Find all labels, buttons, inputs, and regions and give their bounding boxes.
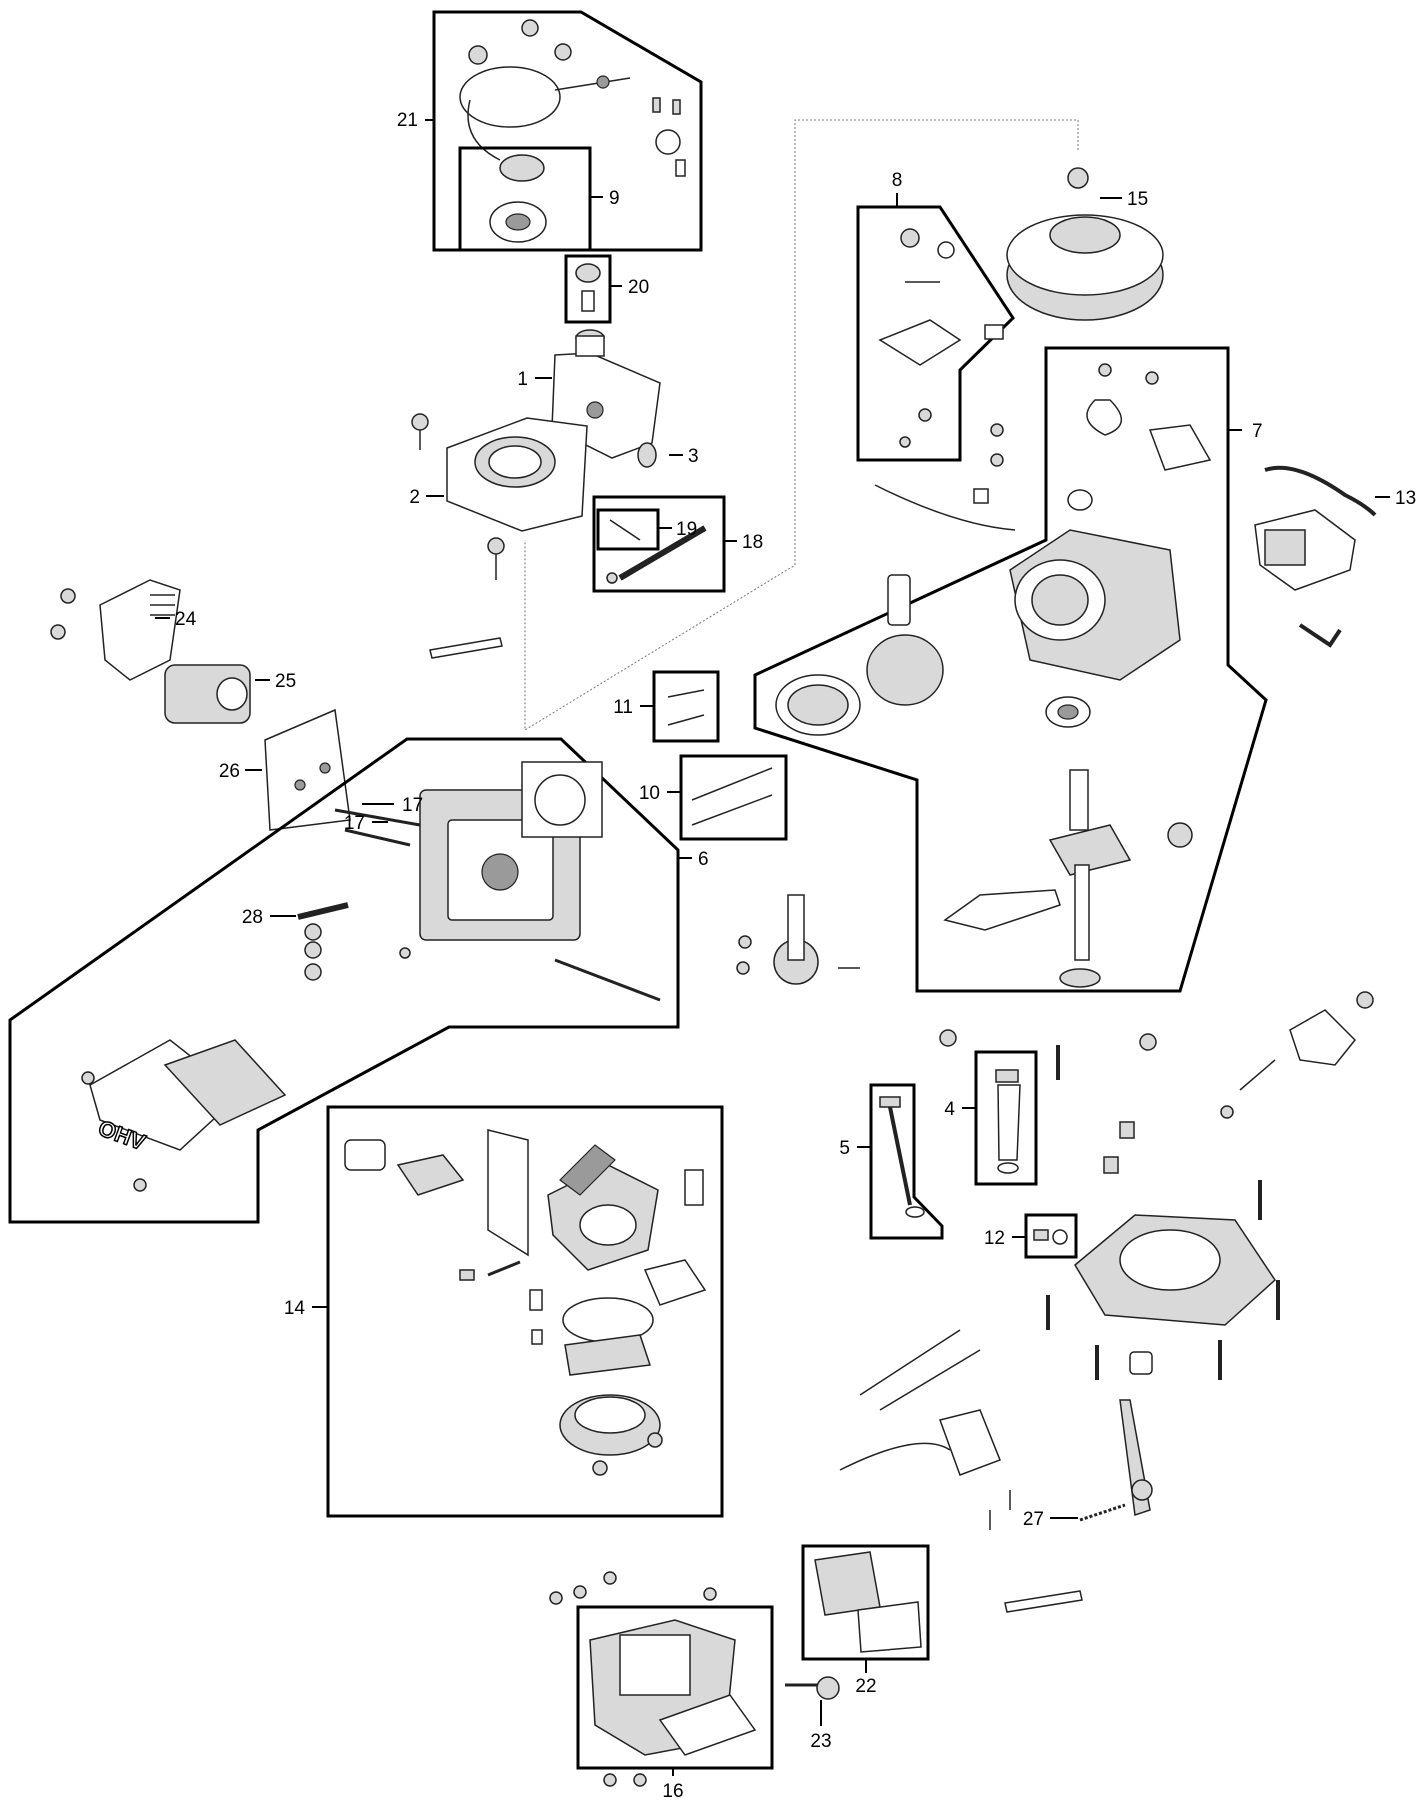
part-16-air-cleaner-box: 16 xyxy=(549,1571,774,1801)
svg-text:9: 9 xyxy=(609,188,620,209)
svg-text:21: 21 xyxy=(397,110,418,131)
svg-text:27: 27 xyxy=(1023,1509,1044,1530)
svg-text:14: 14 xyxy=(284,1298,306,1319)
svg-text:11: 11 xyxy=(613,697,633,718)
part-11-valves-box: 11 xyxy=(613,670,720,743)
part-13-ignition-coil: 13 xyxy=(1254,465,1416,648)
carburetor-group xyxy=(326,1105,724,1518)
svg-text:1: 1 xyxy=(517,369,528,390)
svg-text:17: 17 xyxy=(402,795,423,816)
svg-text:8: 8 xyxy=(892,170,903,191)
part-25-muffler: 25 xyxy=(164,664,296,724)
cylinder-head-group: OHV xyxy=(8,737,680,1224)
svg-text:10: 10 xyxy=(639,783,660,804)
svg-text:20: 20 xyxy=(628,277,649,298)
recoil-spring-pulley-box: 9 xyxy=(458,146,620,252)
svg-text:17: 17 xyxy=(344,813,365,834)
svg-text:4: 4 xyxy=(944,1099,955,1120)
part-23-knob: 23 xyxy=(785,1676,840,1752)
svg-text:6: 6 xyxy=(698,849,709,870)
svg-text:3: 3 xyxy=(688,446,699,467)
svg-text:25: 25 xyxy=(275,671,296,692)
part-27-spring: 27 xyxy=(1023,1503,1126,1530)
part-12-drain-plug-box: 12 xyxy=(984,1213,1078,1259)
callout-28: 28 xyxy=(242,902,349,928)
part-3-bushing: 3 xyxy=(637,442,699,468)
svg-text:28: 28 xyxy=(242,907,263,928)
svg-text:26: 26 xyxy=(219,761,240,782)
strap-parts xyxy=(429,637,1083,1613)
svg-text:15: 15 xyxy=(1127,189,1148,210)
linkage-loose-parts xyxy=(874,423,1016,531)
alignment-guides xyxy=(524,119,1079,731)
callout-14: 14 xyxy=(284,1298,328,1319)
part-10-pushrods-box: 10 xyxy=(639,754,788,841)
camshaft-parts xyxy=(736,894,860,985)
svg-text:19: 19 xyxy=(676,519,697,540)
callout-6: 6 xyxy=(678,849,709,870)
part-5-dipstick-box: 5 xyxy=(839,1083,944,1240)
part-22-air-filter-box: 22 xyxy=(801,1544,930,1697)
part-15-flywheel: 15 xyxy=(1006,167,1164,321)
part-4-dipstick-tube-box: 4 xyxy=(944,1050,1038,1186)
svg-text:18: 18 xyxy=(742,532,763,553)
callout-7: 7 xyxy=(1228,421,1263,442)
callout-17b: 17 xyxy=(344,813,388,834)
crankcase-cover-parts xyxy=(839,991,1374,1530)
svg-text:12: 12 xyxy=(984,1228,1005,1249)
governor-linkage-group: 8 xyxy=(856,170,1015,462)
svg-text:24: 24 xyxy=(175,609,197,630)
starter-cup-box: 20 xyxy=(564,254,649,324)
recoil-starter-group xyxy=(432,10,703,252)
svg-text:5: 5 xyxy=(839,1138,850,1159)
svg-text:13: 13 xyxy=(1395,488,1416,509)
svg-text:2: 2 xyxy=(409,487,420,508)
svg-text:23: 23 xyxy=(810,1731,831,1752)
callout-21: 21 xyxy=(397,110,434,131)
svg-text:7: 7 xyxy=(1252,421,1263,442)
part-24-muffler-guard: 24 xyxy=(50,579,197,681)
crankcase-group xyxy=(753,346,1268,993)
svg-text:22: 22 xyxy=(855,1676,876,1697)
callout-17a: 17 xyxy=(362,795,423,816)
part-18-shaft-box: 19 18 xyxy=(592,495,763,593)
part-2-blower-housing: 2 xyxy=(409,413,588,580)
svg-text:16: 16 xyxy=(662,1781,683,1801)
part-26-heat-shield: 26 xyxy=(219,708,351,831)
